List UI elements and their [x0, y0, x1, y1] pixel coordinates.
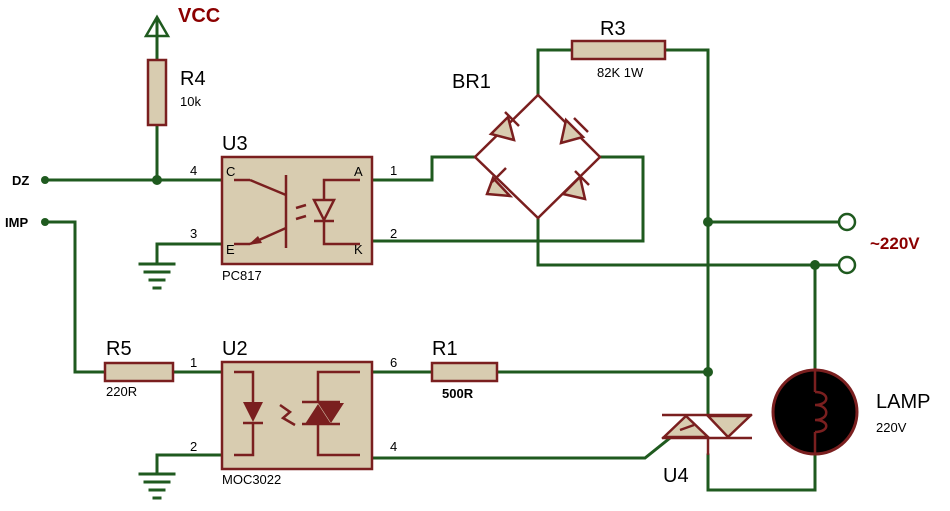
ground-u3 — [138, 262, 176, 290]
u2-ref: U2 — [222, 338, 248, 360]
u3-pin1-num: 1 — [390, 163, 397, 178]
r4-value: 10k — [180, 94, 201, 109]
r1-value: 500R — [442, 386, 474, 401]
u2-part: MOC3022 — [222, 472, 281, 487]
r1-ref: R1 — [432, 338, 458, 360]
u3-pin-e: E — [226, 242, 235, 257]
triac-u4[interactable] — [660, 413, 754, 455]
ground-u2 — [138, 472, 176, 500]
br1-ref: BR1 — [452, 71, 491, 93]
u3-part: PC817 — [222, 268, 262, 283]
u4-ref: U4 — [663, 465, 689, 487]
bridge-rectifier-br1[interactable] — [473, 93, 602, 220]
u3-pin-c: C — [226, 164, 235, 179]
u3-pin2-num: 2 — [390, 226, 397, 241]
lamp-icon[interactable] — [771, 368, 859, 456]
port-imp-label: IMP — [5, 215, 28, 230]
u2-pin1-num: 1 — [190, 355, 197, 370]
junction-dots — [41, 175, 820, 377]
resistor-r4[interactable] — [146, 58, 168, 127]
optocoupler-u3[interactable] — [220, 155, 374, 266]
u2-pin4-num: 4 — [390, 439, 397, 454]
r3-value: 82K 1W — [597, 65, 644, 80]
ac-terminal-bottom[interactable] — [837, 255, 857, 275]
resistor-r5[interactable] — [103, 361, 175, 383]
vcc-label: VCC — [178, 5, 220, 27]
r4-ref: R4 — [180, 68, 206, 90]
optotriac-u2[interactable] — [220, 360, 374, 471]
u3-pin-a: A — [354, 164, 363, 179]
vcc-symbol — [143, 14, 171, 40]
resistor-r1[interactable] — [430, 361, 499, 383]
r5-ref: R5 — [106, 338, 132, 360]
u3-pin4-num: 4 — [190, 163, 197, 178]
resistor-r3[interactable] — [570, 39, 667, 61]
r5-value: 220R — [106, 384, 137, 399]
r3-ref: R3 — [600, 18, 626, 40]
u3-ref: U3 — [222, 133, 248, 155]
port-dz-label: DZ — [12, 173, 29, 188]
ac-terminal-top[interactable] — [837, 212, 857, 232]
wires — [43, 36, 840, 492]
u3-pin-k: K — [354, 242, 363, 257]
u2-pin2-num: 2 — [190, 439, 197, 454]
ac-voltage-label: ~220V — [870, 234, 920, 253]
lamp-ref: LAMP — [876, 391, 930, 413]
u3-pin3-num: 3 — [190, 226, 197, 241]
lamp-value: 220V — [876, 420, 907, 435]
u2-pin6-num: 6 — [390, 355, 397, 370]
